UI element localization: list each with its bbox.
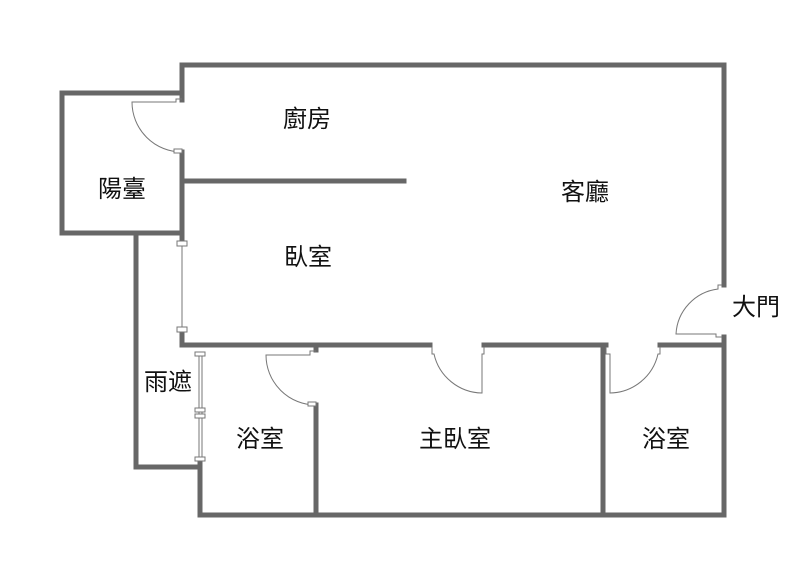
main-door[interactable] [675,284,722,338]
room-label-balcony: 陽臺 [98,175,146,203]
awning-wall [133,230,203,470]
balcony-door [131,98,183,154]
windows [176,240,206,462]
room-label-awning: 雨遮 [144,368,192,396]
bathroom-left-door [265,350,317,407]
label-main-door: 大門 [732,293,780,321]
balcony-wall [59,90,185,236]
room-label-bathroom-right: 浴室 [642,425,690,453]
bathroom-right-door [605,347,661,394]
walls [59,62,727,518]
master-bedroom-door [431,347,485,394]
room-label-kitchen: 廚房 [283,105,331,133]
room-label-master-bedroom: 主臥室 [419,425,491,453]
room-label-bedroom: 臥室 [284,243,332,271]
room-label-bathroom-left: 浴室 [236,425,284,453]
room-label-living-room: 客廳 [561,178,609,206]
